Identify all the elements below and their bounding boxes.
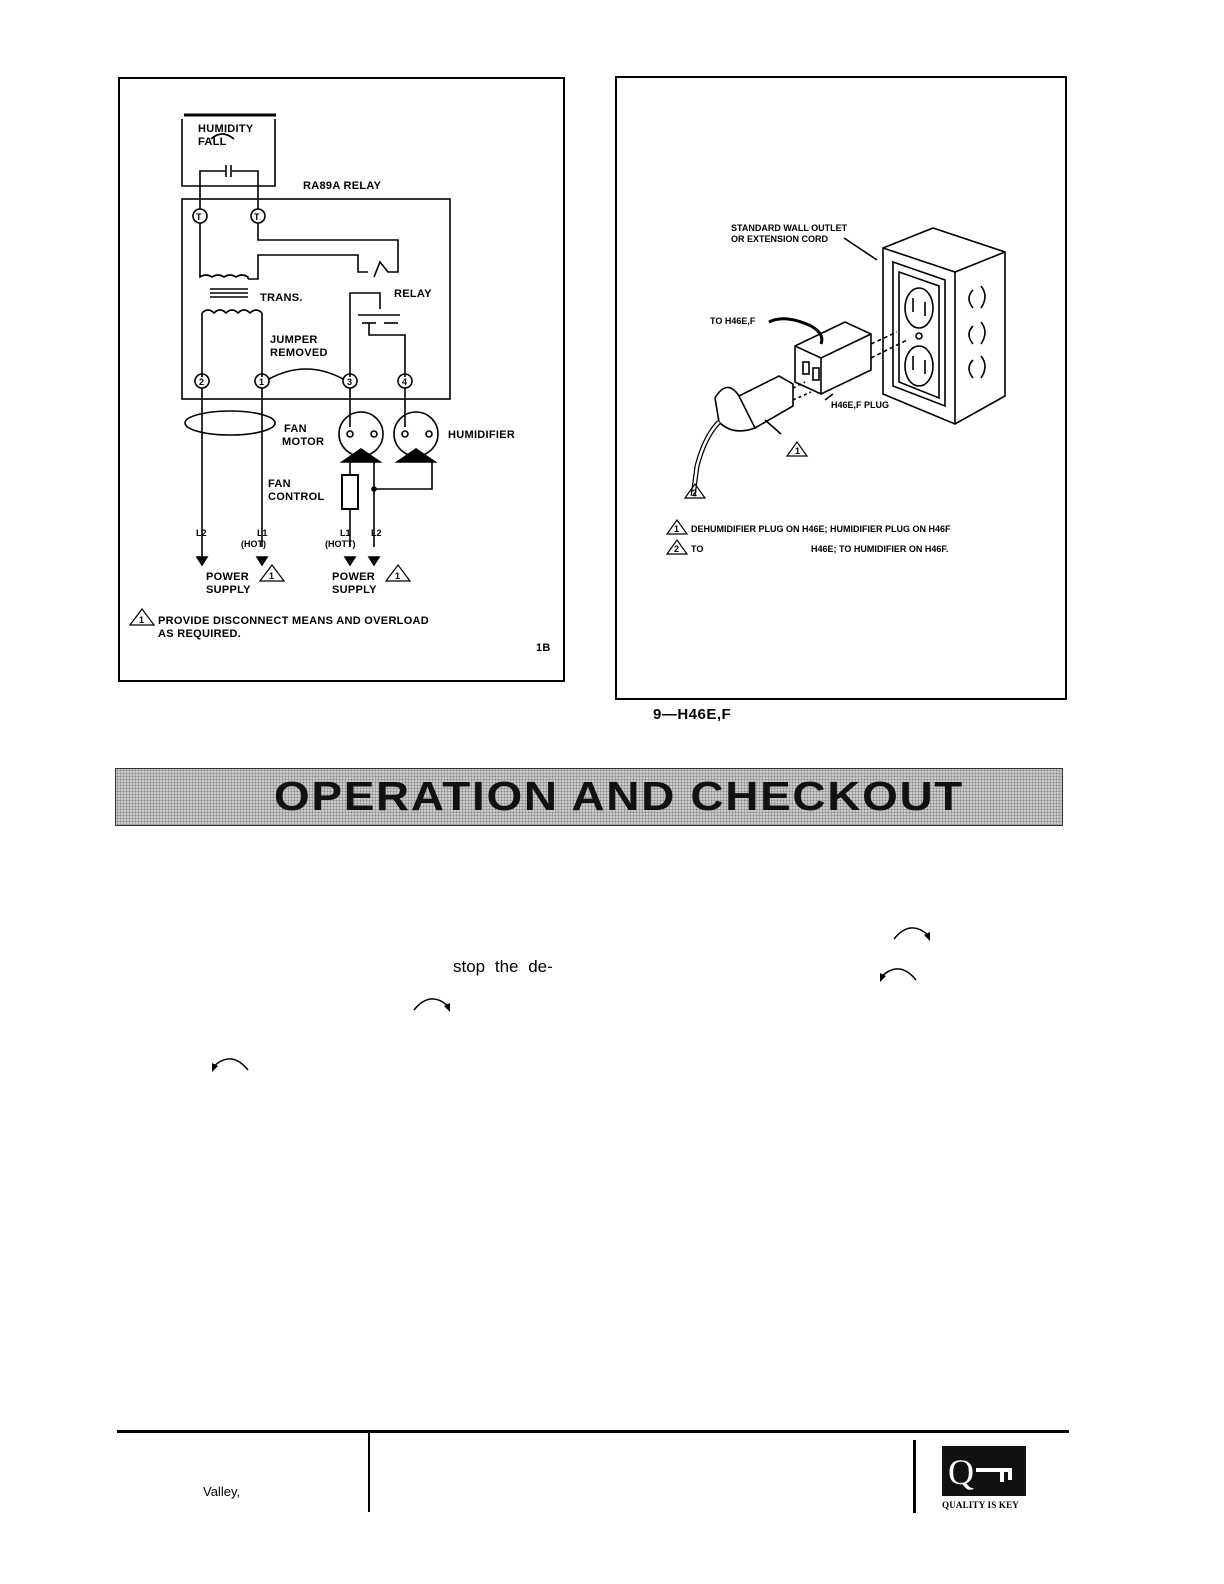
wiring-diagram-frame: HUMIDITY FALL RA89A RELAY T T TRANS. REL…	[118, 77, 565, 682]
terminal-t-right: T	[254, 212, 260, 222]
hot-right: (HOTT)	[325, 539, 356, 549]
humidity-label-line2: FALL	[198, 136, 227, 148]
footer-location: Valley,	[203, 1484, 241, 1499]
note2-prefix: TO	[691, 544, 703, 554]
section-title: OPERATION AND CHECKOUT	[274, 773, 965, 819]
note1-text: DEHUMIDIFIER PLUG ON H46E; HUMIDIFIER PL…	[691, 524, 951, 534]
svg-text:Q: Q	[948, 1452, 974, 1492]
power-supply-right-line2: SUPPLY	[332, 584, 377, 596]
marker-2: 2	[692, 488, 697, 498]
rotate-counterclockwise-icon	[880, 968, 917, 982]
warning-marker-left: 1	[269, 571, 274, 581]
terminal-2: 2	[199, 377, 204, 387]
rotate-clockwise-icon	[413, 998, 450, 1012]
terminal-4: 4	[402, 377, 407, 387]
humidity-label-line1: HUMIDITY	[198, 123, 254, 135]
to-h46-label: TO H46E,F	[710, 316, 756, 326]
terminal-1: 1	[259, 377, 264, 387]
power-supply-left-line1: POWER	[206, 571, 249, 583]
relay-label: RELAY	[394, 288, 432, 300]
note-marker: 1	[139, 615, 144, 625]
power-supply-right-line1: POWER	[332, 571, 375, 583]
footer-divider-right	[913, 1440, 916, 1513]
wiring-diagram: HUMIDITY FALL RA89A RELAY T T TRANS. REL…	[128, 113, 551, 654]
note-line1: PROVIDE DISCONNECT MEANS AND OVERLOAD	[158, 615, 429, 627]
note1-marker: 1	[674, 524, 679, 534]
key-logo-icon: Q	[942, 1446, 1026, 1496]
note2-text: H46E; TO HUMIDIFIER ON H46F.	[811, 544, 948, 554]
l2-right: L2	[371, 528, 382, 538]
figure-id: 1B	[536, 642, 551, 654]
rotate-clockwise-icon	[893, 927, 930, 941]
l1-right: L1	[340, 528, 351, 538]
warning-marker-right: 1	[395, 571, 400, 581]
fan-control-label-line2: CONTROL	[268, 491, 324, 503]
fan-motor-label-line2: MOTOR	[282, 436, 324, 448]
terminal-t-left: T	[196, 212, 202, 222]
trans-label: TRANS.	[260, 292, 303, 304]
l1-left: L1	[257, 528, 268, 538]
fan-motor-label-line1: FAN	[284, 423, 307, 435]
footer-rule	[117, 1430, 1069, 1433]
note-line2: AS REQUIRED.	[158, 628, 241, 640]
outlet-label-line2: OR EXTENSION CORD	[731, 234, 829, 244]
power-supply-left-line2: SUPPLY	[206, 584, 251, 596]
hot-left: (HOT)	[241, 539, 266, 549]
rotate-counterclockwise-icon	[212, 1058, 249, 1072]
logo-tagline: QUALITY IS KEY	[942, 1500, 1019, 1510]
jumper-label-line1: JUMPER	[270, 334, 318, 346]
body-fragment: stop the de-	[453, 957, 553, 976]
figure-caption: 9—H46E,F	[653, 706, 732, 723]
l2-left: L2	[196, 528, 207, 538]
section-banner: OPERATION AND CHECKOUT	[115, 768, 1063, 826]
footer-divider-left	[368, 1433, 370, 1512]
note2-marker: 2	[674, 544, 679, 554]
outlet-label-line1: STANDARD WALL OUTLET	[731, 223, 848, 233]
plug-diagram: STANDARD WALL OUTLET OR EXTENSION CORD T…	[665, 223, 1006, 555]
marker-1: 1	[795, 446, 800, 456]
fan-control-label-line1: FAN	[268, 478, 291, 490]
relay-title: RA89A RELAY	[303, 180, 382, 192]
plug-label: H46E,F PLUG	[831, 400, 889, 410]
quality-logo: Q QUALITY IS KEY	[942, 1446, 1028, 1516]
humidifier-label: HUMIDIFIER	[448, 429, 515, 441]
jumper-label-line2: REMOVED	[270, 347, 328, 359]
terminal-3: 3	[347, 377, 352, 387]
plug-diagram-frame: STANDARD WALL OUTLET OR EXTENSION CORD T…	[615, 76, 1067, 700]
